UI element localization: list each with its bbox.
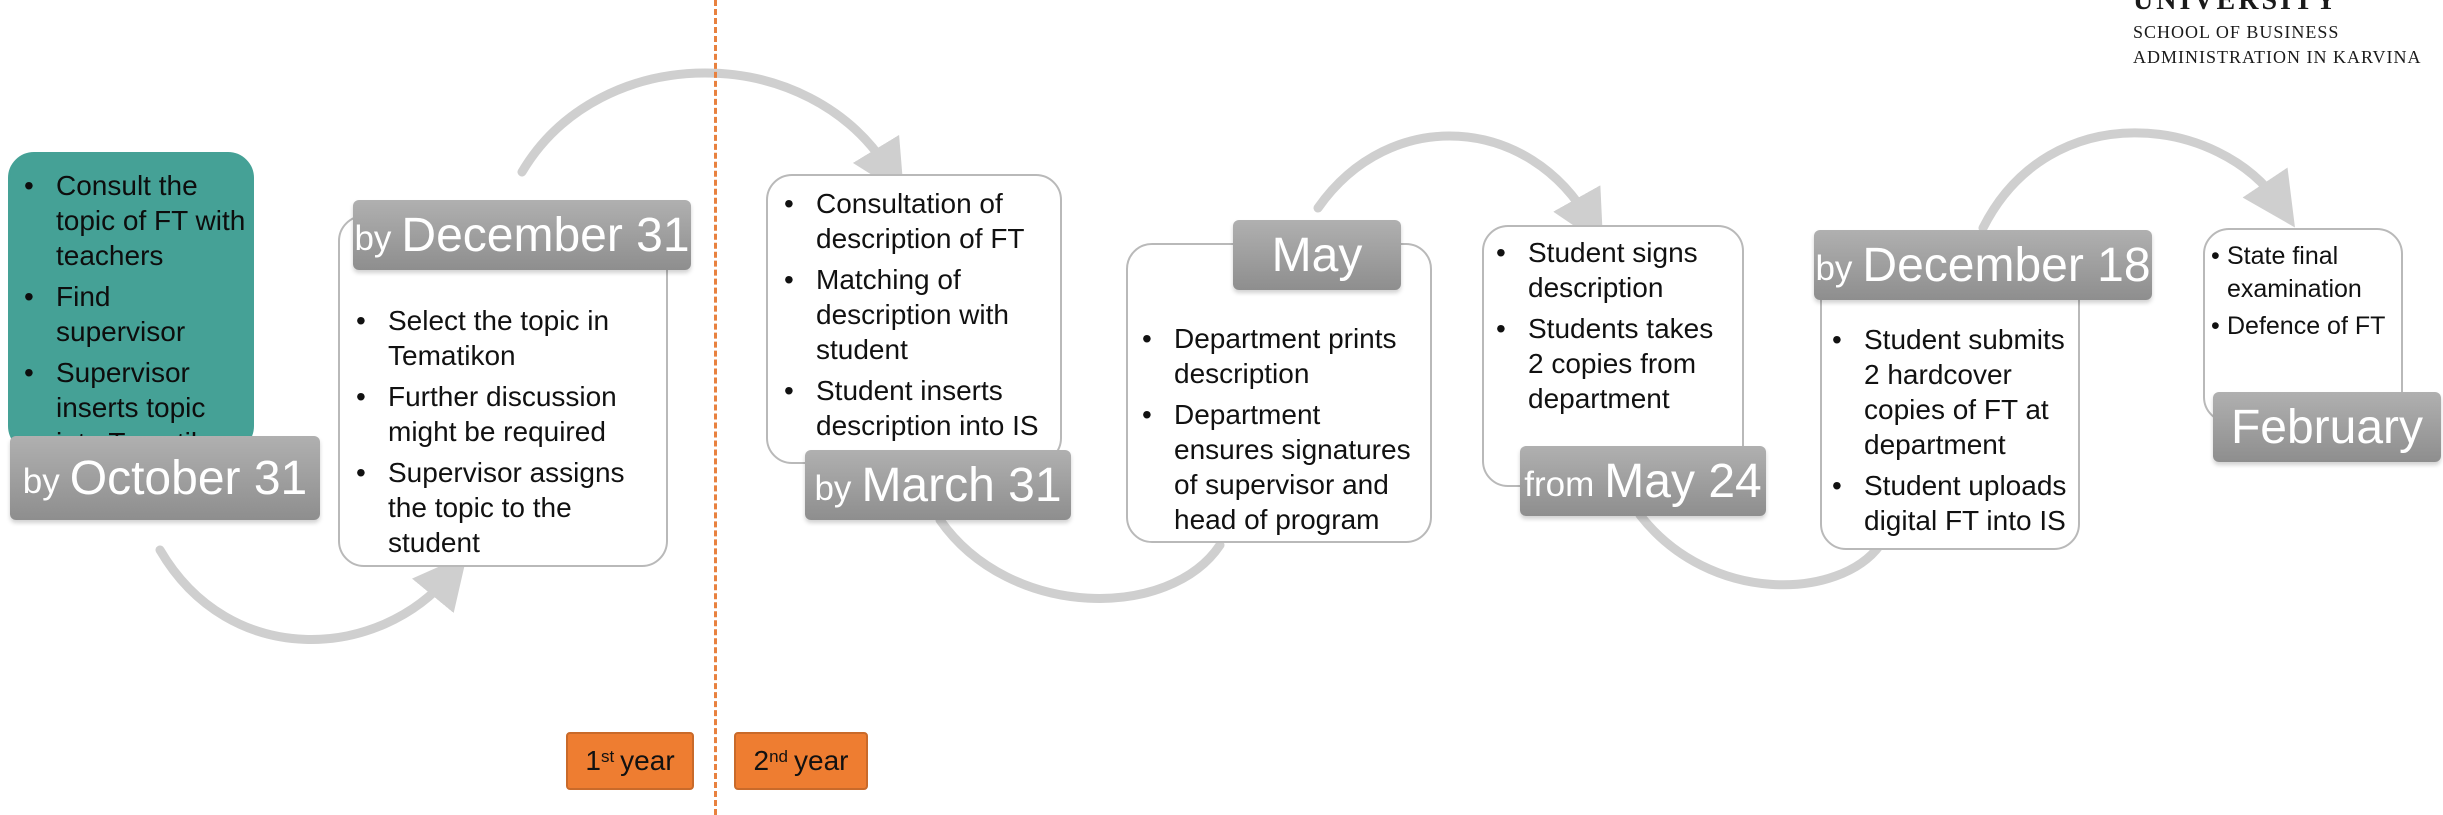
- step-5-item: Students takes 2 copies from department: [1492, 311, 1736, 416]
- date-value: October 31: [69, 451, 308, 505]
- year-word: year: [620, 745, 675, 776]
- step-1-card: Consult the topic of FT with teachers Fi…: [8, 152, 254, 458]
- date-value: December 18: [1862, 238, 2151, 292]
- step-1-item: Find supervisor: [20, 279, 246, 349]
- step-3-item: Matching of description with student: [780, 262, 1054, 367]
- step-6-card: Student submits 2 hardcover copies of FT…: [1820, 260, 2080, 550]
- year-word: year: [794, 745, 849, 776]
- step-5-date-label: from May 24: [1520, 446, 1766, 516]
- date-value: March 31: [861, 458, 1062, 512]
- date-value: December 31: [401, 208, 690, 262]
- step-5-card: Student signs description Students takes…: [1482, 225, 1744, 487]
- arrow-step4-to-step5: [1313, 131, 1604, 246]
- arrow-step2-to-step3: [517, 68, 905, 196]
- date-prefix: by: [1815, 249, 1853, 288]
- step-7-card: State final examination Defence of FT: [2203, 228, 2403, 423]
- date-prefix: from: [1524, 465, 1595, 504]
- university-logo: UNIVERSITY SCHOOL OF BUSINESS ADMINISTRA…: [2133, 0, 2443, 68]
- date-value: February: [2230, 400, 2424, 454]
- step-3-card: Consultation of description of FT Matchi…: [766, 174, 1062, 464]
- step-3-item: Consultation of description of FT: [780, 186, 1054, 256]
- date-value: May 24: [1604, 454, 1762, 508]
- arrow-step1-to-step2: [155, 545, 468, 644]
- step-3-item: Student inserts description into IS: [780, 373, 1054, 443]
- step-1-item: Consult the topic of FT with teachers: [20, 168, 246, 273]
- step-2-item: Supervisor assigns the topic to the stud…: [352, 455, 658, 560]
- step-2-item: Further discussion might be required: [352, 379, 658, 449]
- step-4-item: Department ensures signatures of supervi…: [1138, 397, 1424, 537]
- arrow-step3-to-step4: [935, 515, 1225, 603]
- step-6-item: Student submits 2 hardcover copies of FT…: [1828, 322, 2072, 462]
- step-6-date-label: by December 18: [1814, 230, 2152, 300]
- date-prefix: by: [22, 462, 60, 501]
- date-prefix: by: [354, 219, 392, 258]
- step-5-item: Student signs description: [1492, 235, 1736, 305]
- step-3-date-label: by March 31: [805, 450, 1071, 520]
- year-number: 1: [585, 745, 601, 776]
- arrow-step5-to-step6: [1635, 510, 1885, 590]
- arrow-step6-to-step7: [1978, 128, 2296, 233]
- step-2-date-label: by December 31: [353, 200, 691, 270]
- logo-line-1: SCHOOL OF BUSINESS: [2133, 22, 2340, 42]
- step-2-item: Select the topic in Tematikon: [352, 303, 658, 373]
- year-divider-line: [714, 0, 717, 815]
- logo-line-2: ADMINISTRATION IN KARVINA: [2133, 47, 2422, 67]
- year-suffix: st: [600, 747, 615, 766]
- step-2-card: Select the topic in Tematikon Further di…: [338, 215, 668, 567]
- step-4-date-label: May: [1233, 220, 1401, 290]
- logo-university-name: UNIVERSITY: [2133, 0, 2339, 16]
- step-6-item: Student uploads digital FT into IS: [1828, 468, 2072, 538]
- date-prefix: by: [814, 469, 852, 508]
- step-7-item: Defence of FT: [2207, 310, 2397, 343]
- step-1-date-label: by October 31: [10, 436, 320, 520]
- step-7-item: State final examination: [2207, 240, 2397, 306]
- year-number: 2: [753, 745, 770, 776]
- step-7-date-label: February: [2213, 392, 2441, 462]
- step-4-item: Department prints description: [1138, 321, 1424, 391]
- date-value: May: [1271, 228, 1363, 282]
- year-suffix: nd: [769, 747, 789, 766]
